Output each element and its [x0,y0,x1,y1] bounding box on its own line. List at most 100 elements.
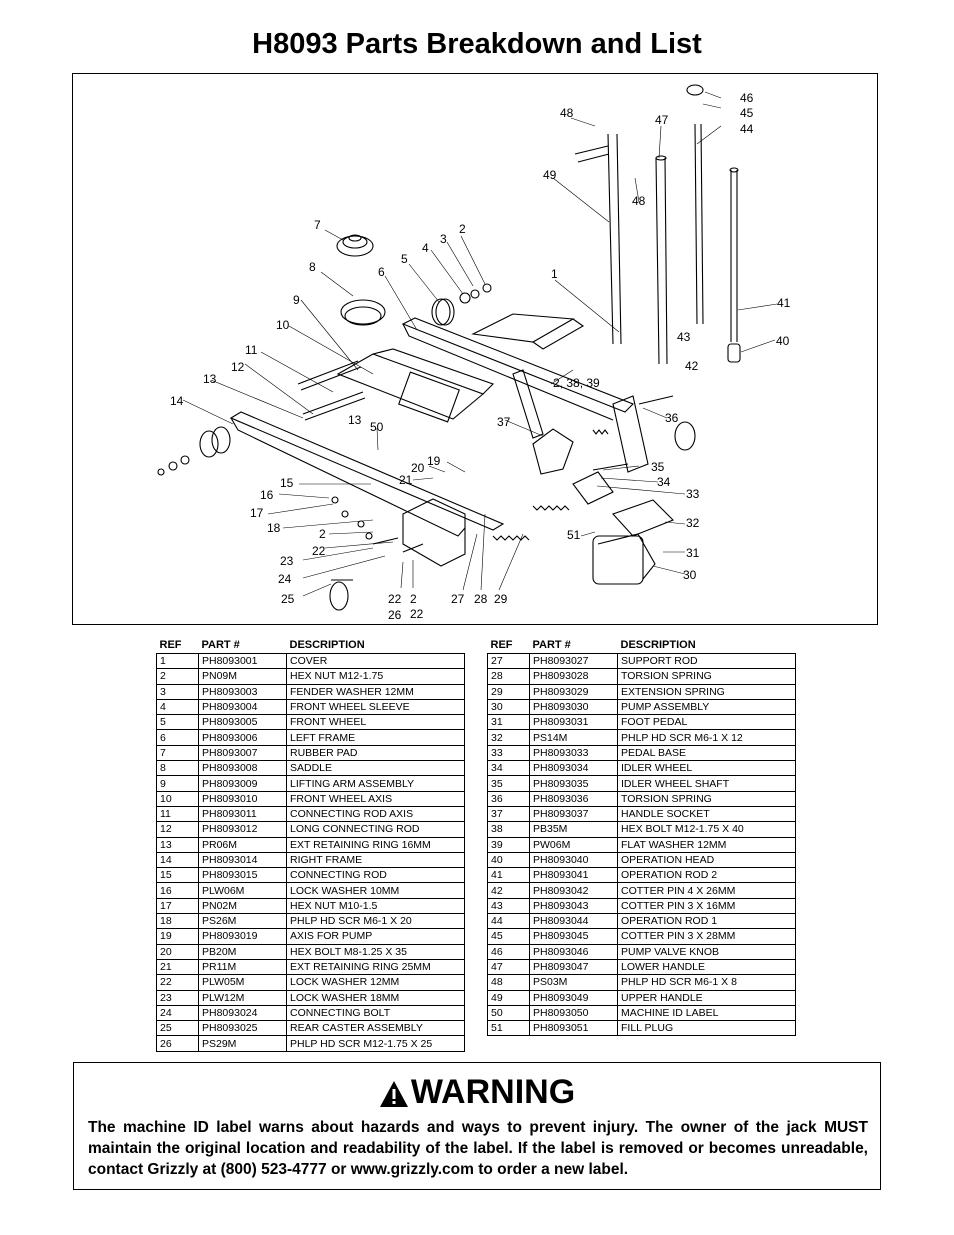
callout: 37 [497,415,511,429]
ref-cell: 4 [156,698,199,716]
callout: 13 [348,413,362,427]
callout: 41 [777,296,791,310]
warning-box: WARNING The machine ID label warns about… [73,1062,881,1190]
part-number-cell: PN02M [198,897,287,915]
part-number-cell: PH8093019 [198,928,287,945]
part-number-cell: PH8093044 [529,913,618,930]
ref-cell: 39 [487,836,530,853]
column-header-ref: REF [159,638,182,651]
part-number-cell: PH8093029 [529,683,618,700]
callout: 48 [560,106,574,120]
ref-cell: 11 [156,805,199,823]
description-cell: UPPER HANDLE [617,989,796,1006]
ref-cell: 25 [156,1020,199,1037]
description-cell: LOCK WASHER 12MM [286,974,465,991]
callout: 22 [410,607,424,621]
column-header-description: DESCRIPTION [620,638,696,651]
ref-cell: 7 [156,744,199,762]
ref-cell: 9 [156,775,199,792]
part-number-cell: PLW12M [198,989,287,1006]
part-number-cell: PH8093049 [529,989,618,1006]
callout: 8 [309,260,316,274]
description-cell: FRONT WHEEL [286,714,465,731]
description-cell: FRONT WHEEL AXIS [286,790,465,807]
callout: 11 [245,343,258,357]
callout: 7 [314,218,321,232]
part-number-cell: PH8093004 [198,698,287,716]
callout: 28 [474,592,488,606]
description-cell: PHLP HD SCR M6-1 X 20 [286,913,465,930]
column-header-ref: REF [490,638,513,651]
description-cell: TORSION SPRING [617,668,796,685]
description-cell: LIFTING ARM ASSEMBLY [286,775,465,792]
part-number-cell: PH8093015 [198,867,287,884]
part-number-cell: PH8093036 [529,790,618,807]
parts-diagram: 46 45 44 48 47 49 48 7 2 3 4 5 8 6 1 9 4… [72,73,878,625]
ref-cell: 32 [487,729,530,746]
warning-triangle-icon [379,1081,408,1107]
warning-heading: WARNING [74,1073,880,1112]
description-cell: EXTENSION SPRING [617,683,796,700]
callout-labels: 46 45 44 48 47 49 48 7 2 3 4 5 8 6 1 9 4… [170,91,791,622]
ref-cell: 20 [156,943,199,960]
callout: 22 [388,592,402,606]
description-cell: HEX NUT M12-1.75 [286,668,465,685]
ref-cell: 34 [487,760,530,777]
ref-cell: 41 [487,867,530,884]
callout: 23 [280,554,294,568]
ref-cell: 46 [487,943,530,960]
part-number-cell: PH8093046 [529,943,618,960]
part-number-cell: PH8093033 [529,744,618,762]
callout: 5 [401,252,408,266]
part-number-cell: PH8093010 [198,790,287,807]
callout: 44 [740,122,754,136]
callout: 15 [280,476,294,490]
description-cell: FILL PLUG [617,1020,796,1037]
description-cell: COTTER PIN 3 X 16MM [617,897,796,915]
description-cell: LOCK WASHER 10MM [286,882,465,899]
ref-cell: 28 [487,668,530,685]
callout: 45 [740,106,754,120]
part-number-cell: PH8093041 [529,867,618,884]
callout: 2 [319,527,326,541]
ref-cell: 10 [156,790,199,807]
description-cell: FOOT PEDAL [617,714,796,731]
part-number-cell: PH8093037 [529,805,618,823]
ref-cell: 1 [156,652,199,670]
part-number-cell: PH8093003 [198,683,287,700]
callout: 36 [665,411,679,425]
description-cell: HANDLE SOCKET [617,805,796,823]
ref-cell: 17 [156,897,199,915]
callout: 19 [427,454,441,468]
ref-cell: 48 [487,974,530,991]
page-title: H8093 Parts Breakdown and List [252,28,702,60]
part-number-cell: PH8093012 [198,821,287,838]
part-number-cell: PS29M [198,1035,287,1052]
part-number-cell: PH8093043 [529,897,618,915]
description-cell: COTTER PIN 3 X 28MM [617,928,796,945]
